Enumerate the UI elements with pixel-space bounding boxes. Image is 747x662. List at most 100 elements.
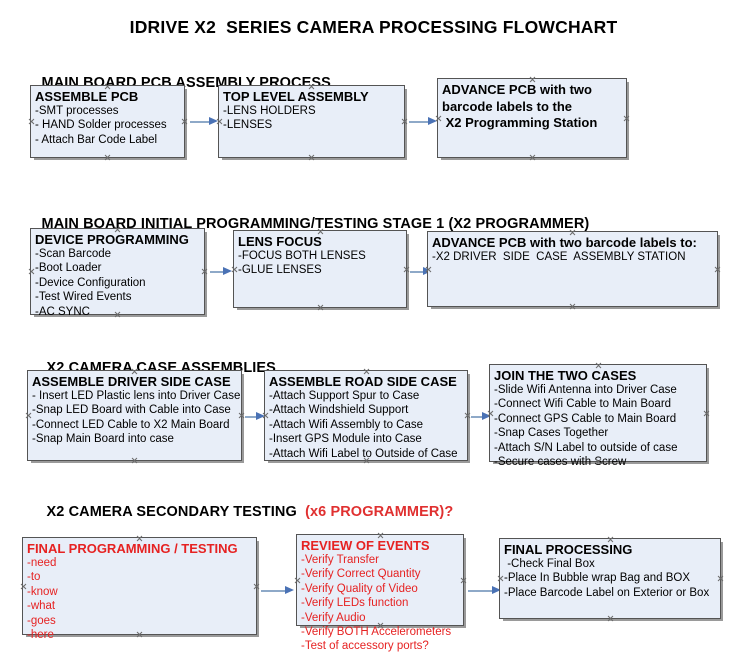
connection-handle-right[interactable]: [714, 266, 721, 273]
connection-handle-right[interactable]: [403, 266, 410, 273]
connection-handle-left[interactable]: [497, 575, 504, 582]
node-line: -FOCUS BOTH LENSES: [238, 250, 366, 262]
arrow-shaft: [468, 590, 493, 592]
connection-handle-right[interactable]: [464, 412, 471, 419]
node-title-line-2: barcode labels to the: [442, 98, 573, 114]
connection-handle-bottom[interactable]: [131, 457, 138, 464]
node-line: -Snap Cases Together: [494, 427, 609, 440]
connection-handle-bottom[interactable]: [114, 311, 121, 318]
arrow-top-level-to-advance: [409, 117, 437, 126]
node-assemble-road-side-case[interactable]: ASSEMBLE ROAD SIDE CASE -Attach Support …: [264, 370, 468, 461]
node-line: - HAND Solder processes: [35, 119, 167, 132]
node-join-the-two-cases[interactable]: JOIN THE TWO CASES -Slide Wifi Antenna i…: [487, 362, 710, 468]
node-line: -Connect GPS Cable to Main Board: [494, 412, 677, 425]
connection-handle-bottom[interactable]: [308, 154, 315, 161]
connection-handle-top[interactable]: [104, 83, 111, 90]
node-final-programming-testing[interactable]: FINAL PROGRAMMING / TESTING -need -to -k…: [20, 535, 260, 641]
connection-handle-bottom[interactable]: [136, 631, 143, 638]
connection-handle-right[interactable]: [623, 115, 630, 122]
connection-handle-right[interactable]: [401, 118, 408, 125]
node-review-of-events[interactable]: REVIEW OF EVENTS -Verify Transfer -Verif…: [294, 532, 467, 652]
node-line: -Verify Audio: [301, 611, 366, 624]
node-line: -Snap LED Board with Cable into Case: [32, 404, 231, 417]
connection-handle-bottom[interactable]: [104, 154, 111, 161]
connection-handle-left[interactable]: [25, 412, 32, 419]
node-title: ADVANCE PCB with two barcode labels to:: [432, 235, 697, 250]
connection-handle-top[interactable]: [308, 83, 315, 90]
connection-handle-top[interactable]: [377, 532, 384, 539]
node-final-processing[interactable]: FINAL PROCESSING -Check Final Box -Place…: [499, 538, 721, 619]
node-line: -Verify Transfer: [301, 554, 379, 566]
node-line: - Insert LED Plastic lens into Driver Ca…: [32, 390, 241, 402]
connection-handle-left[interactable]: [28, 118, 35, 125]
connection-handle-bottom[interactable]: [377, 622, 384, 629]
connection-handle-bottom[interactable]: [595, 458, 602, 465]
connection-handle-top[interactable]: [595, 362, 602, 369]
node-line: -Attach Support Spur to Case: [269, 390, 420, 402]
node-device-programming[interactable]: DEVICE PROGRAMMING -Scan Barcode -Boot L…: [28, 226, 208, 318]
node-title-line-3: X2 Programming Station: [442, 115, 598, 130]
connection-handle-left[interactable]: [20, 583, 27, 590]
node-line: -to: [27, 571, 41, 584]
node-line: -SMT processes: [35, 105, 119, 117]
node-assemble-driver-side-case[interactable]: ASSEMBLE DRIVER SIDE CASE - Insert LED P…: [27, 370, 242, 461]
node-line: -know: [27, 585, 58, 598]
connection-handle-right[interactable]: [460, 577, 467, 584]
connection-handle-right[interactable]: [717, 575, 724, 582]
connection-handle-bottom[interactable]: [607, 615, 614, 622]
node-title: DEVICE PROGRAMMING: [35, 232, 189, 247]
connection-handle-left[interactable]: [435, 115, 442, 122]
connection-handle-bottom[interactable]: [317, 304, 324, 311]
node-title: JOIN THE TWO CASES: [494, 368, 637, 383]
node-title: ASSEMBLE DRIVER SIDE CASE: [32, 374, 231, 389]
connection-handle-right[interactable]: [181, 118, 188, 125]
connection-handle-left[interactable]: [216, 118, 223, 125]
node-line: -Verify BOTH Accelerometers: [301, 626, 452, 639]
arrow-shaft: [471, 416, 483, 418]
connection-handle-left[interactable]: [487, 410, 494, 417]
node-line: -Attach Wifi Assembly to Case: [269, 418, 424, 431]
connection-handle-top[interactable]: [569, 229, 576, 236]
node-title: REVIEW OF EVENTS: [301, 538, 430, 553]
node-line: -Test Wired Events: [35, 291, 132, 304]
connection-handle-left[interactable]: [231, 266, 238, 273]
node-top-level-assembly[interactable]: TOP LEVEL ASSEMBLY -LENS HOLDERS -LENSES: [218, 85, 405, 158]
arrow-shaft: [261, 590, 286, 592]
connection-handle-top[interactable]: [363, 368, 370, 375]
node-line: -Connect Wifi Cable to Main Board: [494, 398, 672, 411]
arrow-head: [492, 586, 501, 594]
connection-handle-left[interactable]: [28, 268, 35, 275]
node-lens-focus[interactable]: LENS FOCUS -FOCUS BOTH LENSES -GLUE LENS…: [233, 230, 407, 308]
node-line: -what: [27, 600, 56, 613]
connection-handle-top[interactable]: [529, 76, 536, 83]
node-advance-pcb-programming-station[interactable]: ADVANCE PCB with two barcode labels to t…: [437, 78, 627, 158]
section-heading-4: X2 CAMERA SECONDARY TESTING (x6 PROGRAMM…: [30, 488, 454, 536]
node-advance-pcb-driver-side-station[interactable]: ADVANCE PCB with two barcode labels to: …: [427, 231, 718, 307]
connection-handle-right[interactable]: [703, 410, 710, 417]
arrow-head: [428, 117, 437, 125]
connection-handle-left[interactable]: [425, 266, 432, 273]
connection-handle-right[interactable]: [201, 268, 208, 275]
arrow-shaft: [409, 121, 429, 123]
connection-handle-left[interactable]: [294, 577, 301, 584]
connection-handle-right[interactable]: [253, 583, 260, 590]
node-line: -LENS HOLDERS: [223, 105, 316, 117]
connection-handle-bottom[interactable]: [529, 154, 536, 161]
node-line: -need: [27, 557, 57, 569]
connection-handle-left[interactable]: [262, 412, 269, 419]
connection-handle-top[interactable]: [317, 228, 324, 235]
connection-handle-bottom[interactable]: [363, 457, 370, 464]
connection-handle-top[interactable]: [114, 226, 121, 233]
node-title: ASSEMBLE PCB: [35, 89, 139, 104]
node-title: FINAL PROCESSING: [504, 542, 633, 557]
connection-handle-right[interactable]: [238, 412, 245, 419]
connection-handle-bottom[interactable]: [569, 303, 576, 310]
node-title: ADVANCE PCB with two: [442, 82, 592, 97]
node-line: -here: [27, 629, 54, 642]
connection-handle-top[interactable]: [131, 368, 138, 375]
node-assemble-pcb[interactable]: ASSEMBLE PCB -SMT processes - HAND Solde…: [30, 85, 185, 158]
connection-handle-top[interactable]: [607, 536, 614, 543]
node-line: -X2 DRIVER SIDE CASE ASSEMBLY STATION: [432, 251, 686, 263]
connection-handle-top[interactable]: [136, 535, 143, 542]
